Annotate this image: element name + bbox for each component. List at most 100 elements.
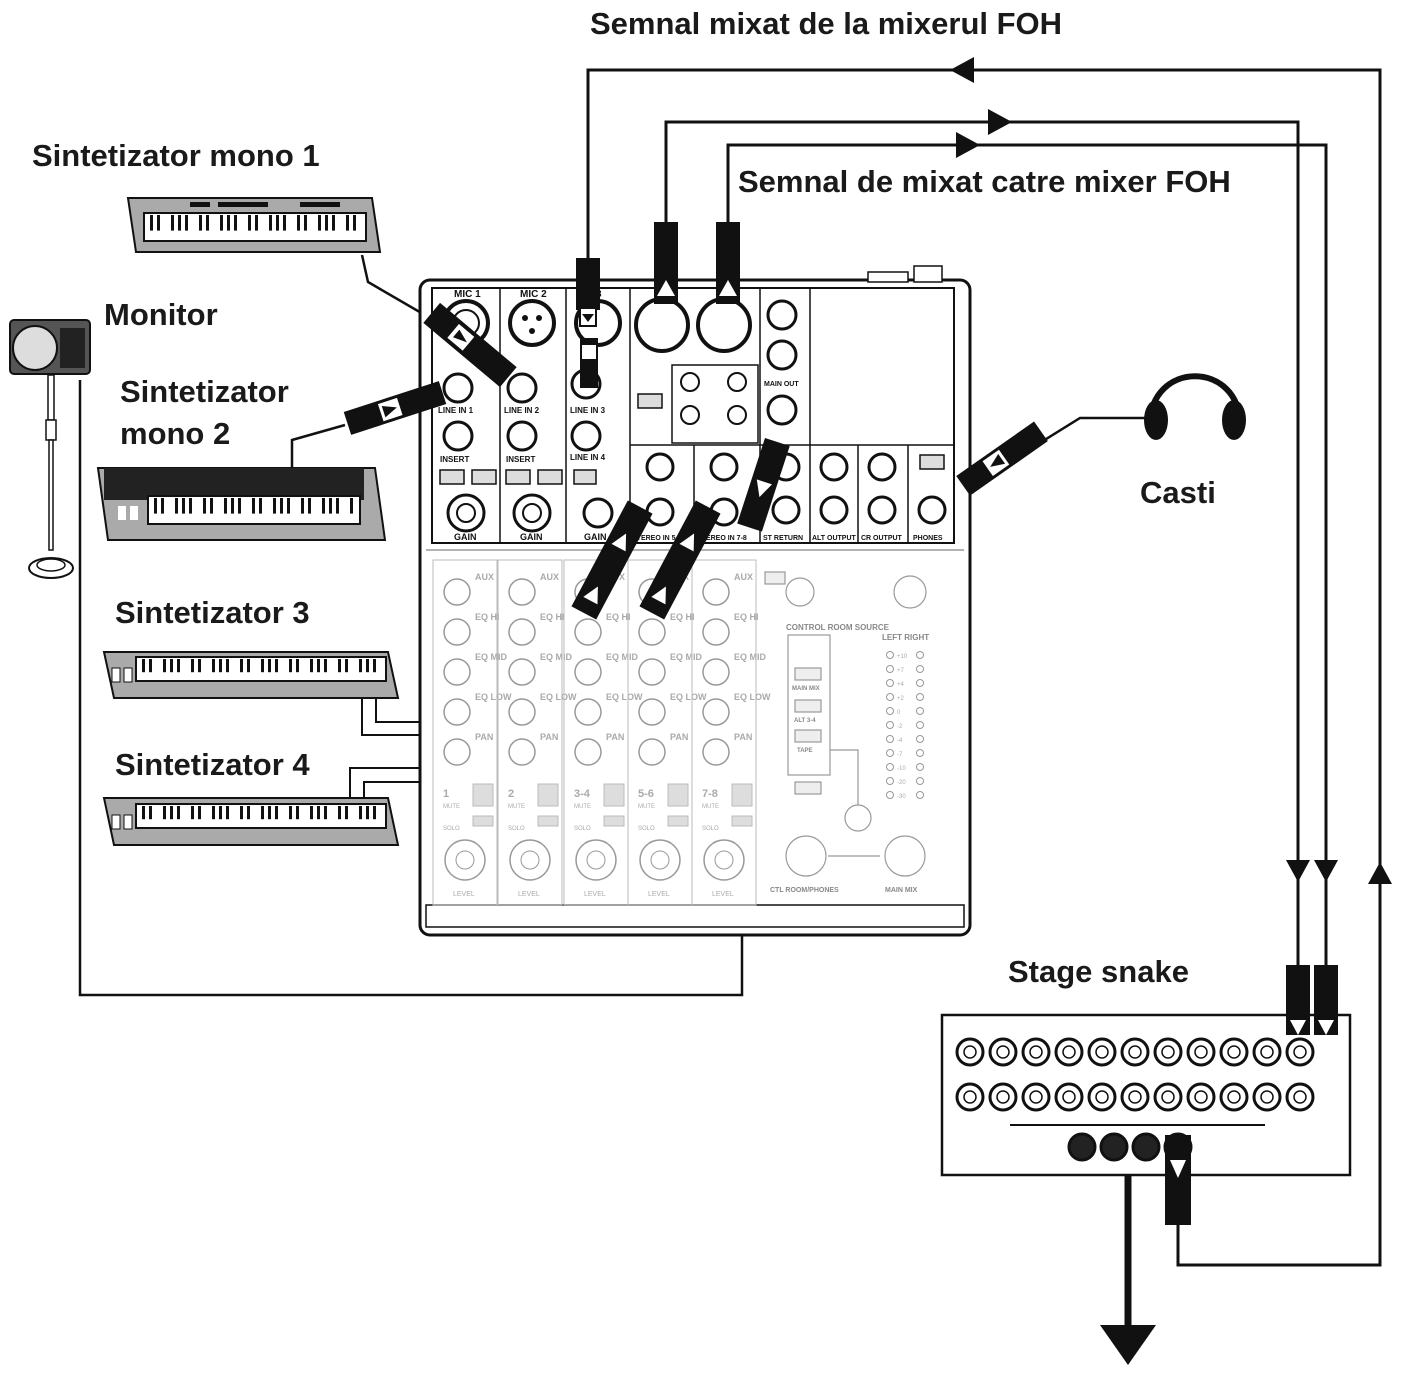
stereo-in-5-6-jack-r[interactable] — [645, 497, 675, 527]
snake-xlr-socket[interactable] — [955, 1037, 985, 1067]
channel-knob[interactable] — [443, 738, 471, 766]
phones-jack[interactable] — [917, 495, 947, 525]
channel-knob[interactable] — [574, 698, 602, 726]
snake-return-jack[interactable] — [1131, 1132, 1161, 1162]
channel-knob[interactable] — [508, 658, 536, 686]
snake-xlr-socket[interactable] — [1186, 1037, 1216, 1067]
mode-button[interactable] — [794, 781, 822, 795]
level-knob[interactable] — [509, 839, 551, 881]
solo-button[interactable] — [667, 815, 689, 827]
mute-button[interactable] — [603, 783, 625, 807]
snake-xlr-socket[interactable] — [1054, 1037, 1084, 1067]
snake-xlr-socket[interactable] — [1153, 1082, 1183, 1112]
main-out-xlr-right[interactable] — [696, 297, 752, 353]
channel-knob[interactable] — [443, 658, 471, 686]
cr-tape-button[interactable] — [794, 729, 822, 743]
level-knob[interactable] — [444, 839, 486, 881]
line-in-4-jack[interactable] — [570, 420, 602, 452]
tape-out-jack-r[interactable] — [727, 405, 747, 425]
snake-xlr-socket[interactable] — [955, 1082, 985, 1112]
snake-xlr-socket[interactable] — [1120, 1082, 1150, 1112]
solo-button[interactable] — [537, 815, 559, 827]
alt-main-jack-1[interactable] — [766, 299, 798, 331]
channel-knob[interactable] — [638, 738, 666, 766]
channel-knob[interactable] — [638, 698, 666, 726]
snake-return-jack[interactable] — [1067, 1132, 1097, 1162]
snake-xlr-socket[interactable] — [1186, 1082, 1216, 1112]
channel-1-button-b[interactable] — [471, 469, 497, 485]
snake-xlr-socket[interactable] — [1087, 1037, 1117, 1067]
channel-knob[interactable] — [702, 738, 730, 766]
level-knob[interactable] — [703, 839, 745, 881]
channel-knob[interactable] — [574, 658, 602, 686]
channel-knob[interactable] — [574, 738, 602, 766]
level-knob[interactable] — [575, 839, 617, 881]
channel-1-button-a[interactable] — [439, 469, 465, 485]
snake-xlr-socket[interactable] — [1285, 1082, 1315, 1112]
level-knob[interactable] — [639, 839, 681, 881]
mute-button[interactable] — [472, 783, 494, 807]
xlr-mic-2-jack[interactable] — [508, 299, 556, 347]
insert-2-jack[interactable] — [506, 420, 538, 452]
cr-alt-3-4-button[interactable] — [794, 699, 822, 713]
snake-xlr-socket[interactable] — [1252, 1082, 1282, 1112]
gain-knob-3[interactable] — [582, 497, 614, 529]
alt-main-jack-2[interactable] — [766, 339, 798, 371]
snake-xlr-socket[interactable] — [1219, 1082, 1249, 1112]
channel-knob[interactable] — [702, 658, 730, 686]
channel-knob[interactable] — [638, 618, 666, 646]
phantom-power-switch[interactable] — [919, 454, 945, 470]
channel-knob[interactable] — [638, 658, 666, 686]
main-mix-knob[interactable] — [884, 835, 926, 877]
solo-button[interactable] — [472, 815, 494, 827]
channel-knob[interactable] — [574, 618, 602, 646]
stereo-return-knob[interactable] — [893, 575, 927, 609]
snake-xlr-socket[interactable] — [1285, 1037, 1315, 1067]
tape-in-jack-l[interactable] — [680, 372, 700, 392]
ctl-room-phones-knob[interactable] — [785, 835, 827, 877]
snake-xlr-socket[interactable] — [1054, 1082, 1084, 1112]
main-out-xlr-left[interactable] — [634, 297, 690, 353]
channel-knob[interactable] — [508, 618, 536, 646]
cr-output-jack-l[interactable] — [867, 452, 897, 482]
cr-output-jack-r[interactable] — [867, 495, 897, 525]
channel-knob[interactable] — [508, 698, 536, 726]
snake-xlr-socket[interactable] — [988, 1082, 1018, 1112]
tape-in-jack-r[interactable] — [680, 405, 700, 425]
line-in-1-jack[interactable] — [442, 372, 474, 404]
channel-2-button-a[interactable] — [505, 469, 531, 485]
channel-knob[interactable] — [443, 618, 471, 646]
tape-out-jack-l[interactable] — [727, 372, 747, 392]
gain-knob-2[interactable] — [512, 493, 552, 533]
channel-knob[interactable] — [508, 738, 536, 766]
cr-main-mix-button[interactable] — [794, 667, 822, 681]
main-out-jack[interactable] — [766, 394, 798, 426]
channel-3-button[interactable] — [573, 469, 597, 485]
mute-button[interactable] — [667, 783, 689, 807]
channel-knob[interactable] — [702, 618, 730, 646]
channel-knob[interactable] — [443, 698, 471, 726]
snake-xlr-socket[interactable] — [1120, 1037, 1150, 1067]
channel-knob[interactable] — [702, 698, 730, 726]
st-return-jack-r[interactable] — [771, 495, 801, 525]
solo-button[interactable] — [731, 815, 753, 827]
aux-master-knob[interactable] — [785, 577, 815, 607]
snake-return-jack[interactable] — [1099, 1132, 1129, 1162]
snake-xlr-socket[interactable] — [1252, 1037, 1282, 1067]
alt-output-jack-l[interactable] — [819, 452, 849, 482]
stereo-in-7-8-jack-l[interactable] — [709, 452, 739, 482]
line-in-2-jack[interactable] — [506, 372, 538, 404]
channel-knob[interactable] — [443, 578, 471, 606]
channel-knob[interactable] — [508, 578, 536, 606]
alt-output-jack-r[interactable] — [819, 495, 849, 525]
mute-button[interactable] — [731, 783, 753, 807]
snake-xlr-socket[interactable] — [1087, 1082, 1117, 1112]
snake-xlr-socket[interactable] — [1219, 1037, 1249, 1067]
channel-knob[interactable] — [702, 578, 730, 606]
solo-button[interactable] — [603, 815, 625, 827]
snake-xlr-socket[interactable] — [1153, 1037, 1183, 1067]
main-output-level-switch[interactable] — [637, 393, 663, 409]
insert-1-jack[interactable] — [442, 420, 474, 452]
snake-xlr-socket[interactable] — [988, 1037, 1018, 1067]
stereo-in-5-6-jack-l[interactable] — [645, 452, 675, 482]
